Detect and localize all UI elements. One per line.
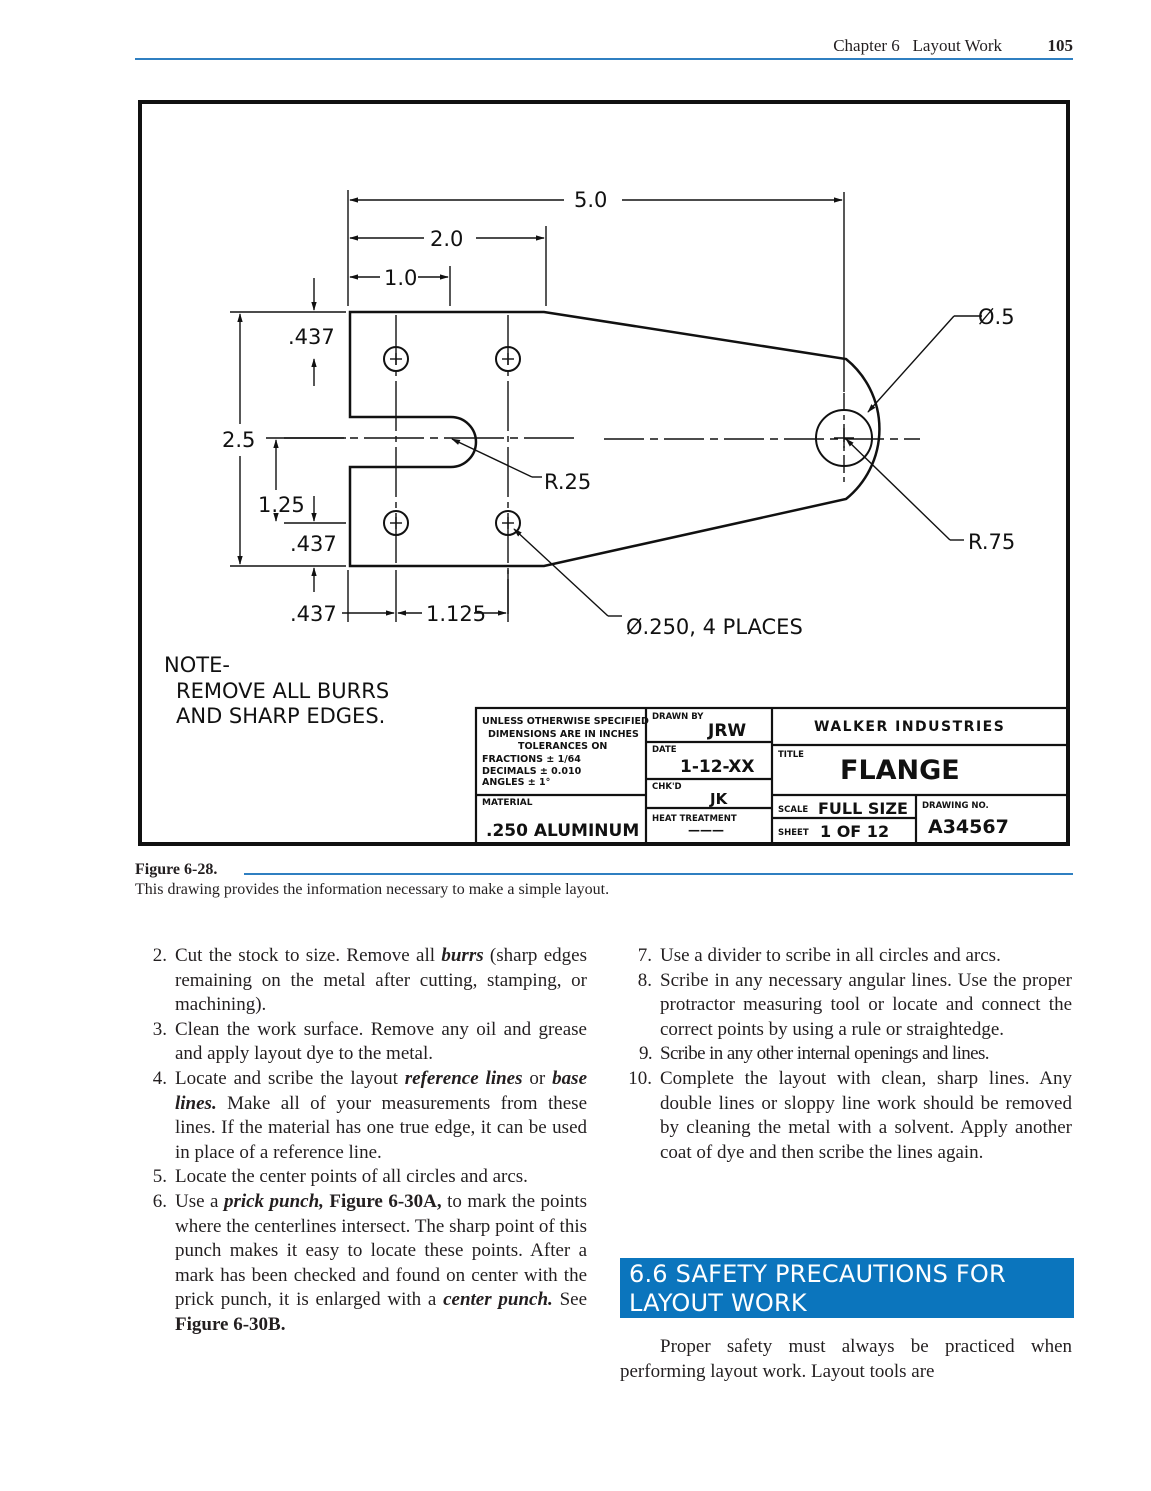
material-value: .250 ALUMINUM bbox=[486, 821, 639, 841]
dim-r-75: R.75 bbox=[968, 530, 1015, 554]
list-item: 7. Use a divider to scribe in all circle… bbox=[637, 945, 1001, 966]
list-item: 2. Cut the stock to size. Remove all bur… bbox=[152, 945, 587, 1016]
term-base-lines: base lines. bbox=[175, 1067, 587, 1114]
heat-treatment-label: HEAT TREATMENT bbox=[652, 814, 737, 824]
center-lines bbox=[284, 315, 920, 614]
dimension-lines bbox=[230, 190, 982, 622]
figure-ref-6-30b: Figure 6-30B. bbox=[175, 1313, 286, 1335]
hole-center-marks bbox=[390, 353, 854, 529]
engineering-drawing-figure: 5.0 2.0 1.0 .437 2.5 1.25 .437 .437 1.12… bbox=[134, 96, 1074, 848]
tol-line-1: UNLESS OTHERWISE SPECIFIED bbox=[482, 716, 649, 727]
title-label: TITLE bbox=[778, 750, 804, 760]
dim-1-0: 1.0 bbox=[384, 266, 417, 290]
list-item: 9. Scribe in any other internal openings… bbox=[638, 1043, 990, 1065]
chapter-title: Chapter 6 Layout Work bbox=[833, 36, 1002, 55]
hole-bottom-right bbox=[495, 510, 521, 536]
drawn-by-value: JRW bbox=[707, 721, 746, 741]
dim-1-125: 1.125 bbox=[426, 602, 486, 626]
engineering-drawing: 5.0 2.0 1.0 .437 2.5 1.25 .437 .437 1.12… bbox=[138, 100, 1070, 846]
list-item: 4. Locate and scribe the layout referenc… bbox=[152, 1067, 587, 1163]
heat-treatment-value: ——— bbox=[688, 823, 724, 837]
scale-label: SCALE bbox=[778, 805, 808, 815]
header-rule bbox=[135, 58, 1073, 60]
hole-top-left bbox=[383, 346, 409, 372]
tol-line-3: TOLERANCES ON bbox=[518, 741, 607, 752]
left-column: 2. Cut the stock to size. Remove all bur… bbox=[135, 944, 587, 1338]
scale-value: FULL SIZE bbox=[818, 799, 908, 818]
tol-angles: ANGLES ± 1° bbox=[482, 777, 550, 788]
tol-fractions: FRACTIONS ± 1/64 bbox=[482, 754, 581, 765]
date-label: DATE bbox=[652, 745, 677, 755]
hole-top-right bbox=[495, 346, 521, 372]
dim-r-25: R.25 bbox=[544, 470, 591, 494]
running-header: Chapter 6 Layout Work 105 bbox=[135, 36, 1073, 58]
dim-437-mid: .437 bbox=[290, 532, 337, 556]
section-paragraph: Proper safety must always be practiced w… bbox=[620, 1336, 1072, 1382]
sheet-label: SHEET bbox=[778, 828, 809, 838]
list-item: 5. Locate the center points of all circl… bbox=[152, 1166, 528, 1188]
dim-holes: Ø.250, 4 PLACES bbox=[626, 615, 803, 639]
term-prick-punch: prick punch, bbox=[223, 1190, 324, 1212]
tol-line-2: DIMENSIONS ARE IN INCHES bbox=[488, 729, 639, 740]
hole-bottom-left bbox=[383, 510, 409, 536]
list-item: 3. Clean the work surface. Remove any oi… bbox=[152, 1018, 587, 1065]
dim-2-5: 2.5 bbox=[222, 428, 255, 452]
list-item: 6. Use a prick punch, Figure 6-30A, to m… bbox=[152, 1190, 588, 1335]
drawing-no-label: DRAWING NO. bbox=[922, 801, 989, 811]
tol-decimals: DECIMALS ± 0.010 bbox=[482, 766, 582, 777]
date-value: 1-12-XX bbox=[680, 757, 754, 777]
sheet-value: 1 OF 12 bbox=[820, 822, 889, 841]
steps-list-left: 2. Cut the stock to size. Remove all bur… bbox=[135, 944, 587, 1338]
part-title: FLANGE bbox=[840, 755, 960, 786]
note-line-1: REMOVE ALL BURRS bbox=[176, 679, 389, 703]
figure-label-rule bbox=[244, 873, 1073, 875]
drawn-by-label: DRAWN BY bbox=[652, 712, 704, 722]
page-number: 105 bbox=[1047, 36, 1074, 55]
title-block bbox=[474, 706, 1070, 846]
right-column: 7. Use a divider to scribe in all circle… bbox=[620, 944, 1072, 1165]
large-hole bbox=[815, 409, 873, 467]
term-burrs: burrs bbox=[441, 945, 484, 966]
list-item: 10. Complete the layout with clean, shar… bbox=[628, 1067, 1072, 1163]
dim-437-top: .437 bbox=[288, 325, 335, 349]
note-line-2: AND SHARP EDGES. bbox=[176, 704, 385, 728]
dim-5-0: 5.0 bbox=[574, 188, 607, 212]
figure-ref-6-30a: Figure 6-30A, bbox=[329, 1190, 442, 1212]
list-item: 8. Scribe in any necessary angular lines… bbox=[637, 969, 1072, 1040]
section-heading: 6.6 SAFETY PRECAUTIONS FOR LAYOUT WORK bbox=[620, 1258, 1074, 1318]
drawing-no-value: A34567 bbox=[928, 816, 1009, 838]
steps-list-right: 7. Use a divider to scribe in all circle… bbox=[620, 944, 1072, 1165]
dim-2-0: 2.0 bbox=[430, 227, 463, 251]
holes bbox=[383, 346, 873, 536]
chkd-value: JK bbox=[709, 790, 729, 808]
term-center-punch: center punch. bbox=[443, 1289, 553, 1311]
note-title: NOTE- bbox=[164, 653, 230, 677]
part-outline bbox=[348, 310, 881, 568]
dim-437-bottom: .437 bbox=[290, 602, 337, 626]
term-reference-lines: reference lines bbox=[404, 1067, 523, 1089]
figure-label: Figure 6-28. bbox=[135, 861, 218, 878]
figure-caption: This drawing provides the information ne… bbox=[135, 881, 610, 898]
dim-1-25: 1.25 bbox=[258, 493, 305, 517]
company-name: WALKER INDUSTRIES bbox=[814, 719, 1005, 735]
dim-dia-5: Ø.5 bbox=[978, 305, 1015, 329]
chkd-label: CHK'D bbox=[652, 782, 682, 792]
material-label: MATERIAL bbox=[482, 798, 533, 808]
